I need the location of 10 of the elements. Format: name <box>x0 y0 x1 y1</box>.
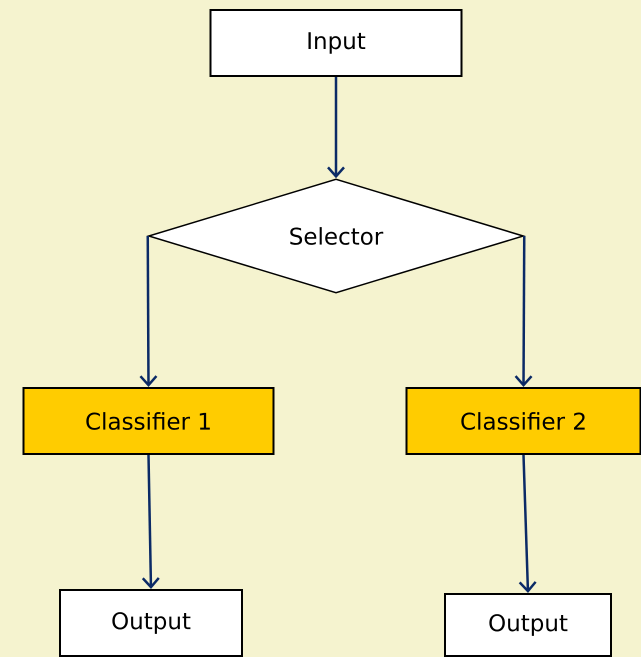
arrow <box>518 454 537 593</box>
arrow <box>327 77 345 178</box>
arrow <box>514 236 532 388</box>
arrow <box>140 236 158 388</box>
arrow <box>142 454 160 589</box>
process-box: Classifier 1 <box>22 387 274 455</box>
process-box: Output <box>59 589 243 657</box>
process-box: Output <box>444 593 612 657</box>
process-box: Classifier 2 <box>406 387 641 455</box>
process-box: Input <box>210 9 462 77</box>
